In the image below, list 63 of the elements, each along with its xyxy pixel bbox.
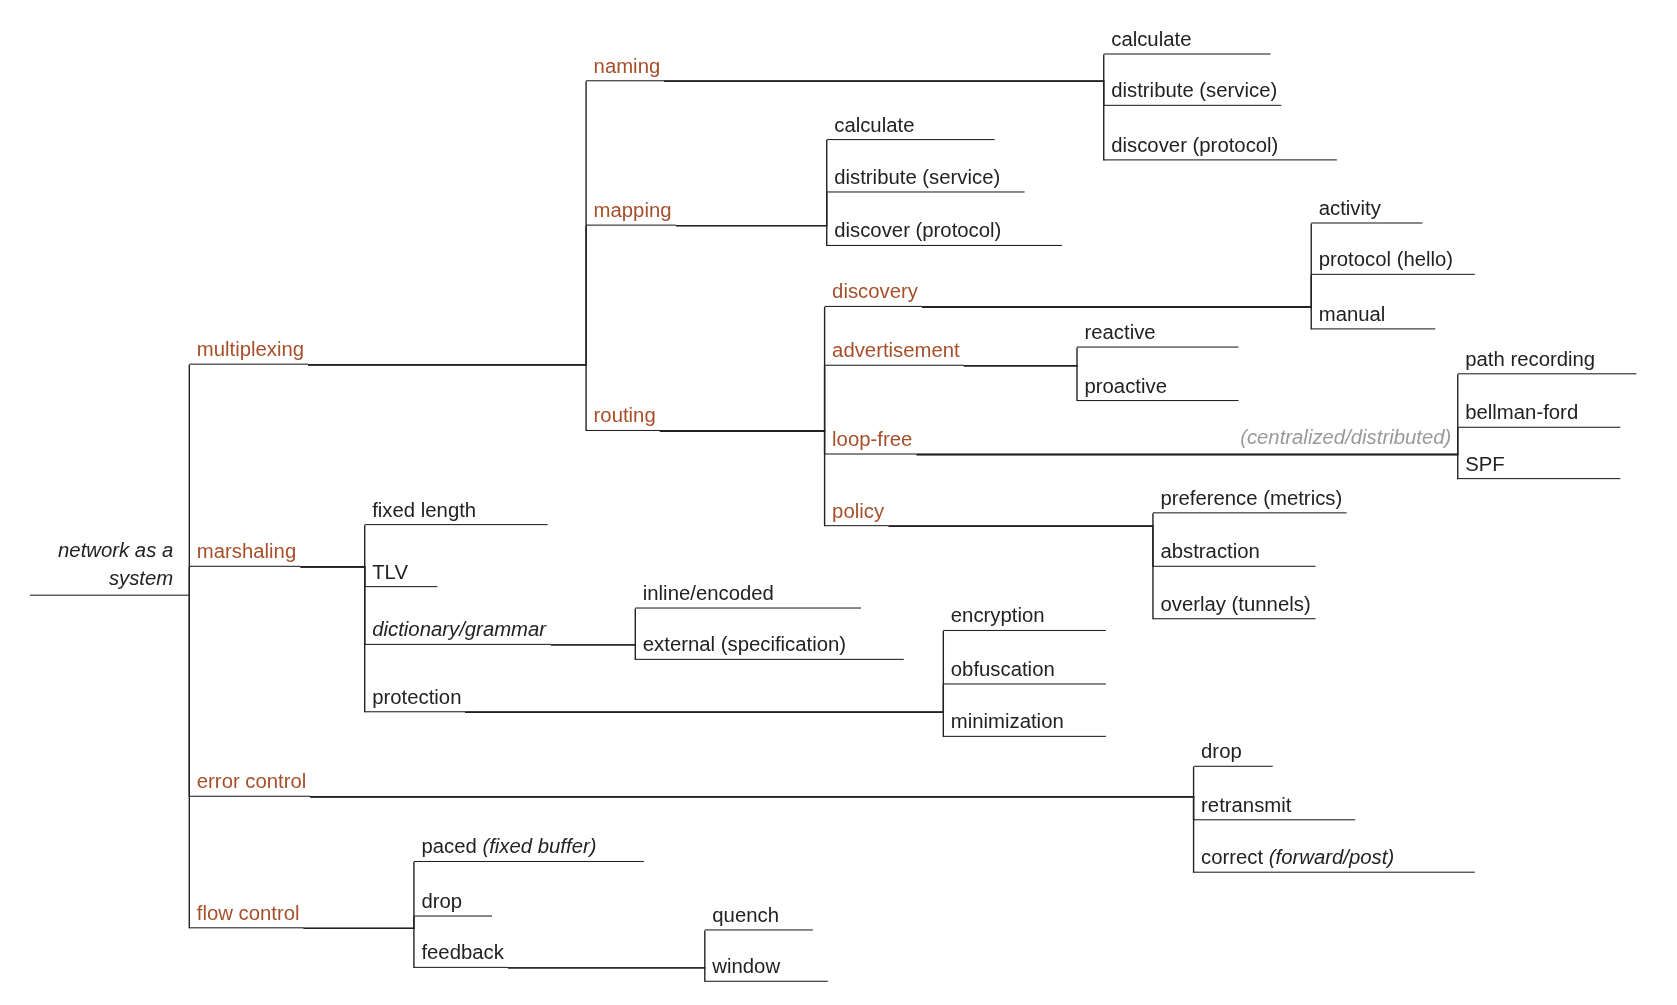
branch-text: proactive: [1084, 374, 1167, 398]
tree-connector: [663, 80, 1105, 162]
branch-text: discover (protocol): [834, 219, 1002, 243]
branch-text: protection: [372, 685, 462, 710]
branch-text: paced (fixed buffer): [421, 835, 597, 859]
tree-connector: [507, 967, 706, 983]
branch-text: drop: [1201, 740, 1242, 764]
branch-text: SPF: [1465, 452, 1505, 476]
branch-text: overlay (tunnels): [1160, 592, 1311, 617]
branch-text: quench: [712, 903, 779, 928]
branch-text: abstraction: [1160, 540, 1260, 564]
branch-text: distribute (service): [1111, 79, 1278, 103]
branch-text: multiplexing: [196, 337, 305, 362]
branch-text: bellman-ford: [1465, 401, 1579, 425]
branch-text: calculate: [834, 113, 915, 137]
branch-text: encryption: [950, 604, 1045, 628]
branch-text: discover (protocol): [1111, 133, 1279, 158]
branch-text: external (specification): [642, 633, 847, 657]
tree-connector: [188, 595, 190, 930]
branch-text: dictionary/grammar: [372, 618, 547, 642]
branch-text: window: [712, 955, 781, 979]
branch-text: correct (forward/post): [1201, 846, 1395, 870]
branch-text: protocol (hello): [1318, 248, 1454, 272]
branch-text: feedback: [421, 941, 504, 965]
branch-text: reactive: [1084, 320, 1156, 345]
branch-text: fixed length: [372, 498, 477, 522]
branch-text: calculate: [1111, 27, 1192, 52]
tree-connector: [550, 644, 636, 661]
branch-text: advertisement: [832, 339, 960, 363]
tree-connector: [888, 525, 1154, 620]
tree-connector: [915, 453, 1459, 480]
branch-text: path recording: [1465, 347, 1596, 372]
branch-text: obfuscation: [950, 657, 1055, 682]
branch-text: error control: [196, 770, 307, 794]
branch-text: activity: [1318, 196, 1381, 221]
branch-text: drop: [421, 889, 463, 914]
tree-connector: [307, 364, 587, 432]
tree-connector: [464, 711, 944, 738]
branch-text: distribute (service): [834, 165, 1001, 190]
branch-text: loop-free: [832, 427, 913, 452]
branch-text: retransmit: [1201, 793, 1292, 818]
branch-text: flow control: [196, 901, 300, 926]
tree-connector: [921, 306, 1312, 331]
branch-text: minimization: [950, 710, 1064, 734]
branch-text: discovery: [832, 280, 918, 304]
branch-text: policy: [832, 499, 885, 523]
tree-connector: [188, 566, 190, 597]
annotation-text: (centralized/distributed): [1239, 425, 1452, 450]
branch-text: TLV: [372, 560, 408, 584]
branch-text: mapping: [593, 198, 672, 223]
tree-connector: [303, 927, 415, 969]
branch-text: naming: [593, 54, 661, 79]
branch-text: marshaling: [196, 540, 297, 564]
branch-text: preference (metrics): [1160, 486, 1343, 511]
tree-connector: [659, 430, 826, 527]
tree-connector: [962, 365, 1078, 402]
branch-text: routing: [593, 404, 656, 428]
branch-text: network as a system: [57, 538, 174, 592]
branch-text: inline/encoded: [642, 581, 774, 606]
tree-connector: [675, 224, 828, 247]
tree-connector: [299, 566, 366, 713]
branch-text: manual: [1318, 302, 1386, 327]
tree-connector: [309, 796, 1195, 874]
